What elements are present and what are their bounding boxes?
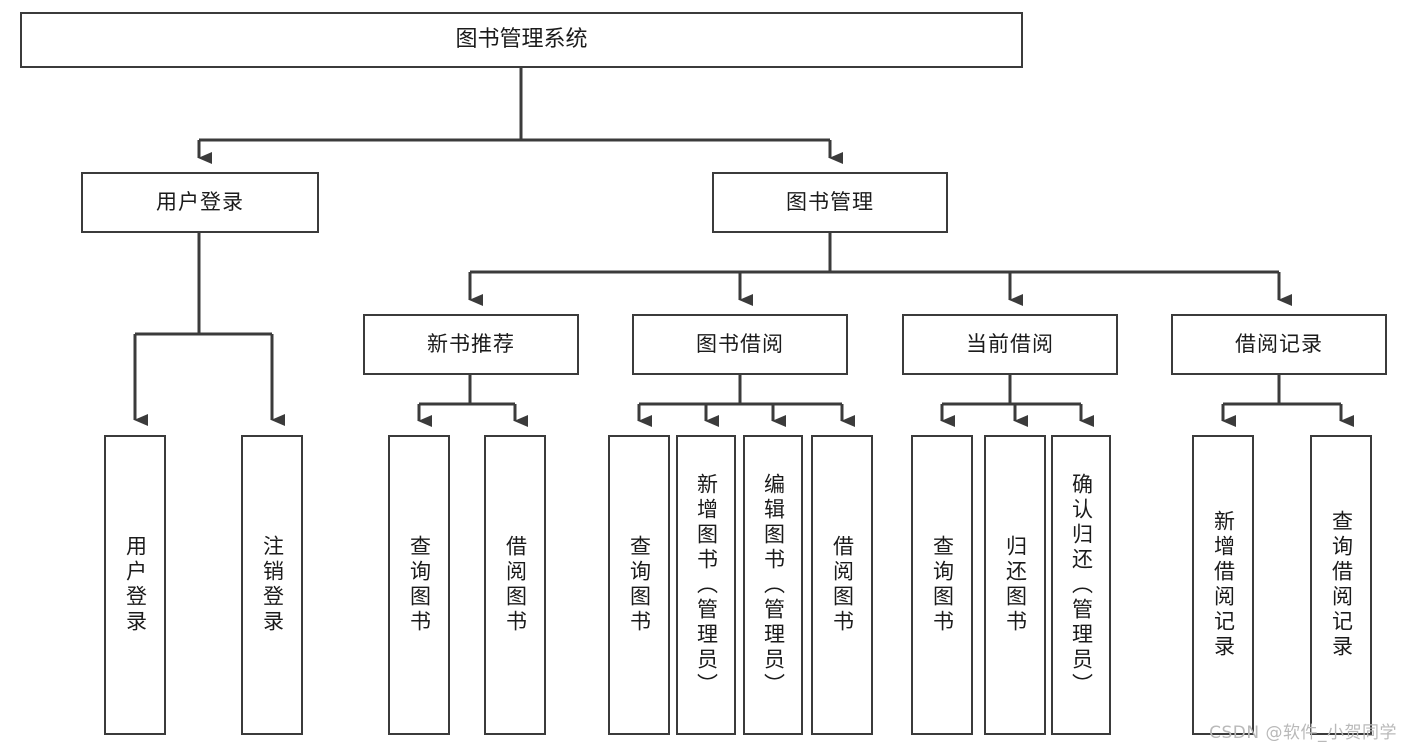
node-label: 归还图书: [1003, 535, 1028, 635]
node-label: 查询图书: [627, 535, 652, 635]
node-leaf-user-login[interactable]: 用户登录: [104, 435, 166, 735]
node-label: 注销登录: [260, 535, 285, 635]
node-label: 借阅图书: [503, 535, 528, 635]
node-leaf-return-book[interactable]: 归还图书: [984, 435, 1046, 735]
node-user-login[interactable]: 用户登录: [81, 172, 319, 233]
node-book-manage[interactable]: 图书管理: [712, 172, 948, 233]
node-leaf-query-book-borrow[interactable]: 查询图书: [608, 435, 670, 735]
node-root-system[interactable]: 图书管理系统: [20, 12, 1023, 68]
node-label: 查询图书: [407, 535, 432, 635]
node-leaf-query-book-rec[interactable]: 查询图书: [388, 435, 450, 735]
node-label: 查询图书: [930, 535, 955, 635]
node-borrow-record[interactable]: 借阅记录: [1171, 314, 1387, 375]
node-current-borrow[interactable]: 当前借阅: [902, 314, 1118, 375]
node-label: 新增借阅记录: [1211, 510, 1236, 660]
node-label: 新书推荐: [427, 332, 515, 357]
node-label: 用户登录: [123, 535, 148, 635]
node-label: 图书管理系统: [455, 27, 588, 53]
node-leaf-add-book[interactable]: 新增图书（管理员）: [676, 435, 736, 735]
node-label: 图书借阅: [696, 332, 784, 357]
node-leaf-borrow-book[interactable]: 借阅图书: [811, 435, 873, 735]
node-label: 用户登录: [156, 190, 244, 215]
csdn-watermark: CSDN @软件_小贺同学: [1209, 723, 1397, 743]
node-leaf-borrow-book-rec[interactable]: 借阅图书: [484, 435, 546, 735]
node-leaf-user-logout[interactable]: 注销登录: [241, 435, 303, 735]
node-label: 编辑图书（管理员）: [761, 472, 786, 698]
node-label: 确认归还（管理员）: [1069, 472, 1094, 698]
node-leaf-confirm-return[interactable]: 确认归还（管理员）: [1051, 435, 1111, 735]
node-label: 借阅记录: [1235, 332, 1323, 357]
node-label: 图书管理: [786, 190, 874, 215]
node-label: 新增图书（管理员）: [694, 472, 719, 698]
node-leaf-edit-book[interactable]: 编辑图书（管理员）: [743, 435, 803, 735]
node-book-borrow[interactable]: 图书借阅: [632, 314, 848, 375]
node-label: 借阅图书: [830, 535, 855, 635]
node-leaf-query-record[interactable]: 查询借阅记录: [1310, 435, 1372, 735]
node-leaf-add-record[interactable]: 新增借阅记录: [1192, 435, 1254, 735]
node-leaf-query-book-cur[interactable]: 查询图书: [911, 435, 973, 735]
node-label: 查询借阅记录: [1329, 510, 1354, 660]
node-label: 当前借阅: [966, 332, 1054, 357]
node-new-book-recommend[interactable]: 新书推荐: [363, 314, 579, 375]
